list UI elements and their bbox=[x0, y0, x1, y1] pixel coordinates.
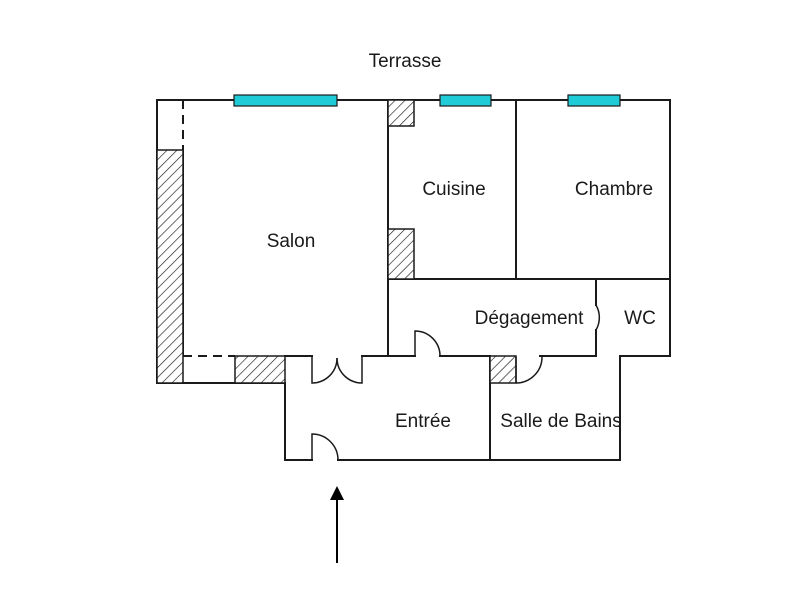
label-degagement: Dégagement bbox=[475, 308, 585, 329]
door-salon-right bbox=[336, 356, 363, 384]
label-salon: Salon bbox=[267, 231, 316, 252]
windows bbox=[233, 94, 621, 107]
door-salon-left bbox=[311, 356, 338, 384]
door-bains bbox=[515, 356, 543, 384]
hatched-pillar-bottom bbox=[234, 355, 286, 384]
entrance-arrow-icon bbox=[330, 486, 344, 563]
interior-walls bbox=[182, 99, 671, 461]
label-salle-de-bains: Salle de Bains bbox=[500, 411, 621, 432]
door-wc bbox=[595, 304, 601, 331]
label-wc: WC bbox=[624, 308, 656, 329]
entrance-arrow-head bbox=[330, 486, 344, 500]
label-terrasse: Terrasse bbox=[369, 51, 442, 72]
room-labels: Terrasse Salon Cuisine Chambre Dégagemen… bbox=[267, 51, 656, 432]
hatched-blocks bbox=[156, 99, 517, 384]
hatched-pillar-kitchen-top bbox=[387, 99, 415, 127]
window-cuisine bbox=[439, 94, 492, 107]
door-entree bbox=[311, 433, 339, 461]
label-chambre: Chambre bbox=[575, 179, 653, 200]
door-degagement bbox=[414, 330, 441, 357]
dashed-openings bbox=[182, 100, 235, 357]
hatched-pillar-kitchen-mid bbox=[387, 228, 415, 280]
doors bbox=[311, 304, 601, 461]
label-cuisine: Cuisine bbox=[422, 179, 485, 200]
hatched-wall-left bbox=[156, 149, 184, 384]
window-chambre bbox=[567, 94, 621, 107]
label-entree: Entrée bbox=[395, 411, 451, 432]
window-salon bbox=[233, 94, 338, 107]
hatched-pillar-bains bbox=[489, 355, 517, 384]
